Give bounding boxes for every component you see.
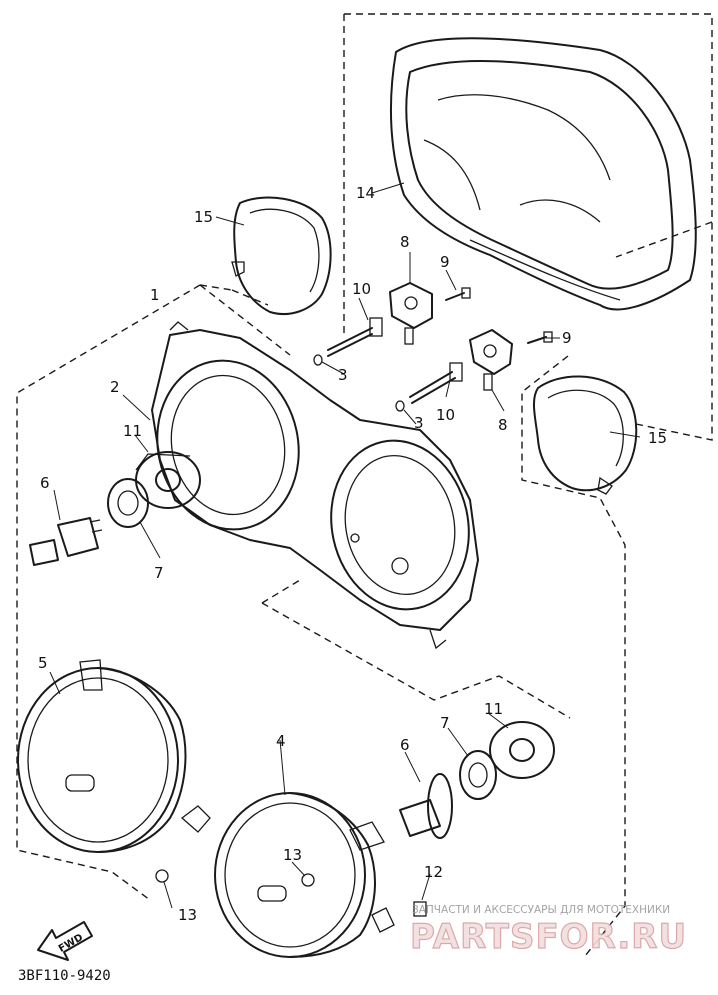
part-number-label: 5: [38, 654, 48, 672]
watermark-brand: PARTSFOR.RU: [410, 917, 687, 957]
diagram-reference-code: 3BF110-9420: [18, 968, 111, 984]
forward-direction-arrow: FWD: [37, 921, 93, 961]
part-number-label: 7: [154, 564, 164, 582]
spring-lower: [395, 400, 405, 412]
part-number-label: 13: [283, 846, 302, 864]
screw-lower: [527, 331, 553, 344]
bulb-socket-lower: [459, 750, 497, 800]
part-number-label: 10: [352, 280, 371, 298]
part-number-label: 6: [400, 736, 410, 754]
spring-upper: [313, 354, 323, 366]
grommet-12: [413, 901, 427, 917]
assembly-boundaries: [16, 13, 713, 957]
part-number-label: 3: [414, 414, 424, 432]
screw-13-right: [301, 873, 315, 887]
part-number-label: 9: [440, 253, 450, 271]
bulb-socket-upper: [107, 478, 149, 528]
headlight-unit-right: [214, 792, 395, 958]
part-number-label: 8: [498, 416, 508, 434]
part-number-label: 11: [123, 422, 142, 440]
part-number-label: 6: [40, 474, 50, 492]
part-number-label: 10: [436, 406, 455, 424]
part-number-label: 1: [150, 286, 160, 304]
part-number-label: 12: [424, 863, 443, 881]
part-number-label: 13: [178, 906, 197, 924]
part-number-label: 8: [400, 233, 410, 251]
bulb-upper: [29, 517, 103, 566]
bracket-cover-left: [231, 196, 332, 315]
watermark: ЗАПЧАСТИ И АКСЕССУАРЫ ДЛЯ МОТОТЕХНИКИ PA…: [409, 904, 687, 958]
leader-lines: [49, 182, 641, 909]
screw-13-left: [155, 869, 169, 883]
stay-bracket-lower: [469, 329, 513, 391]
part-number-label: 14: [356, 184, 375, 202]
headlight-cowling: [389, 37, 697, 311]
part-number-label: 11: [484, 700, 503, 718]
screw-upper: [445, 287, 471, 301]
part-number-label: 15: [648, 429, 667, 447]
part-number-label: 7: [440, 714, 450, 732]
part-number-label: 15: [194, 208, 213, 226]
part-number-label: 2: [110, 378, 120, 396]
socket-cover-lower: [489, 721, 555, 779]
part-number-label: 4: [276, 732, 286, 750]
headlight-body: [151, 321, 479, 650]
adjust-bolt-upper: [327, 317, 383, 357]
part-number-label: 9: [562, 329, 572, 347]
bracket-cover-right: [532, 375, 638, 495]
adjust-bolt-lower: [409, 362, 463, 404]
part-number-label: 3: [338, 366, 348, 384]
bulb-lower: [399, 773, 453, 839]
watermark-tagline: ЗАПЧАСТИ И АКСЕССУАРЫ ДЛЯ МОТОТЕХНИКИ: [412, 904, 670, 916]
stay-bracket-upper: [389, 282, 433, 345]
headlight-unit-left: [17, 659, 211, 853]
